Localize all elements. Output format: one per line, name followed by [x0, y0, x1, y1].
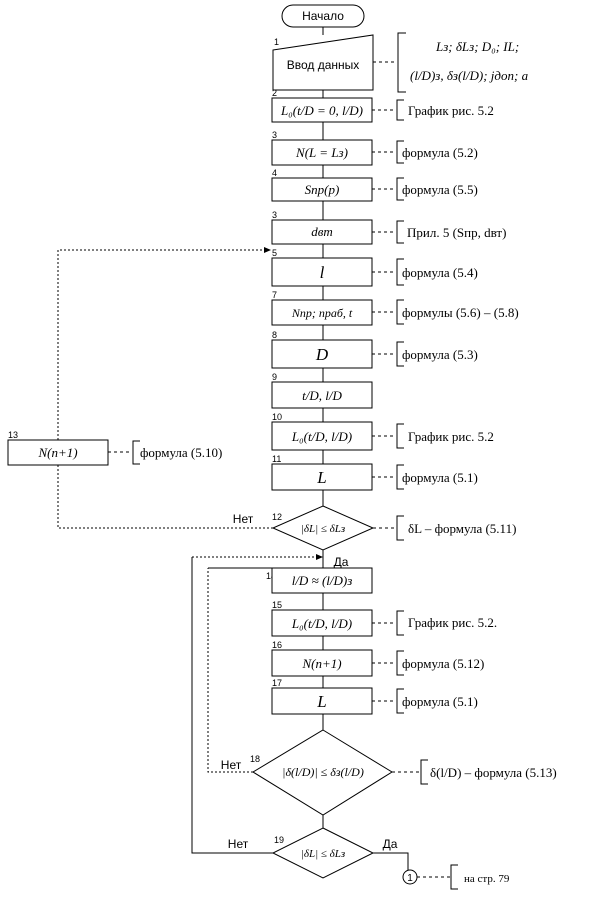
block-16-label: N(n+1) — [301, 656, 341, 671]
block-9-num: 9 — [272, 372, 277, 382]
block-6-num: 5 — [272, 248, 277, 258]
note-input-line2: (l/D)з, δз(l/D); jдоп; a — [410, 68, 529, 83]
block-18-label: |δ(l/D)| ≤ δз(l/D) — [282, 765, 364, 779]
block-2 — [271, 97, 373, 123]
block-1-label: Ввод данных — [287, 58, 360, 72]
block-14-num: 14 — [266, 571, 276, 581]
note-12: δL – формула (5.11) — [408, 521, 516, 536]
block-6-label: l — [320, 263, 325, 282]
loop-no-18 — [207, 567, 323, 773]
note-7: формулы (5.6) – (5.8) — [402, 305, 519, 320]
block-18-decision — [252, 729, 393, 816]
block-18-num: 18 — [250, 754, 260, 764]
block-17-num: 17 — [272, 678, 282, 688]
block-11-label: L — [316, 468, 326, 487]
annotation-brackets — [132, 32, 458, 890]
note-17: формула (5.1) — [402, 694, 478, 709]
block-14-label: l/D ≈ (l/D)з — [292, 573, 353, 588]
block-2-num: 2 — [272, 88, 277, 98]
connector-label: 1 — [407, 873, 413, 884]
block-18-no: Нет — [221, 758, 242, 772]
block-17 — [271, 687, 373, 715]
note-3: формула (5.2) — [402, 145, 478, 160]
block-3 — [271, 139, 373, 166]
note-16: формула (5.12) — [402, 656, 484, 671]
block-9 — [271, 381, 373, 409]
block-4-num: 4 — [272, 168, 277, 178]
note-5: Прил. 5 (Sпр, dвт) — [407, 225, 506, 240]
block-16 — [271, 649, 373, 677]
note-input-line1: Lз; δLз; D₀; IL; — [435, 39, 519, 54]
block-19-num: 19 — [274, 835, 284, 845]
loop-no-12 — [57, 247, 273, 529]
block-11-num: 11 — [272, 454, 281, 464]
block-13-label: N(n+1) — [37, 445, 77, 460]
note-10: График рис. 5.2 — [408, 429, 494, 444]
block-6 — [271, 257, 373, 287]
note-18: δ(l/D) – формула (5.13) — [430, 765, 557, 780]
block-1-input — [272, 34, 374, 91]
block-19-no: Нет — [228, 837, 249, 851]
block-7-label: Nпр; nраб, t — [291, 306, 353, 320]
block-12-no: Нет — [233, 512, 254, 526]
note-8: формула (5.3) — [402, 347, 478, 362]
note-6: формула (5.4) — [402, 265, 478, 280]
block-3-label: N(L = Lз) — [295, 145, 348, 160]
yes-line-19 — [373, 852, 409, 870]
block-2-label: L₀(t/D = 0, l/D) — [280, 103, 363, 118]
block-7-num: 7 — [272, 290, 277, 300]
block-3-num: 3 — [272, 130, 277, 140]
block-12-decision — [271, 505, 375, 551]
block-15-num: 15 — [272, 600, 282, 610]
block-8-label: D — [315, 345, 329, 364]
note-4: формула (5.5) — [402, 182, 478, 197]
block-10-num: 10 — [272, 412, 282, 422]
yes-label-1: Да — [334, 555, 349, 569]
block-13-num: 13 — [8, 430, 18, 440]
block-19-label: |δL| ≤ δLз — [301, 848, 345, 860]
block-19-yes: Да — [383, 837, 398, 851]
block-16-num: 16 — [272, 640, 282, 650]
block-1-num: 1 — [274, 37, 279, 47]
note-11: формула (5.1) — [402, 470, 478, 485]
block-5-label: dвт — [311, 224, 333, 239]
block-19-decision — [271, 827, 375, 879]
note-19: на стр. 79 — [464, 873, 510, 885]
block-15-label: L₀(t/D, l/D) — [291, 616, 352, 631]
block-8-num: 8 — [272, 330, 277, 340]
block-12-label: |δL| ≤ δLз — [301, 523, 345, 535]
annotation-lines — [108, 61, 450, 878]
block-5-num: 3 — [272, 210, 277, 220]
loop-no-19 — [191, 554, 323, 854]
block-10 — [271, 421, 373, 451]
start-label: Начало — [302, 9, 344, 23]
block-4-label: Sпр(р) — [305, 182, 340, 197]
block-8 — [271, 339, 373, 369]
block-9-label: t/D, l/D — [302, 388, 342, 403]
note-13: формула (5.10) — [140, 445, 222, 460]
block-15 — [271, 609, 373, 637]
note-2: График рис. 5.2 — [408, 103, 494, 118]
block-17-label: L — [316, 692, 326, 711]
block-12-num: 12 — [272, 512, 282, 522]
note-15: График рис. 5.2. — [408, 615, 497, 630]
block-10-label: L₀(t/D, l/D) — [291, 429, 352, 444]
